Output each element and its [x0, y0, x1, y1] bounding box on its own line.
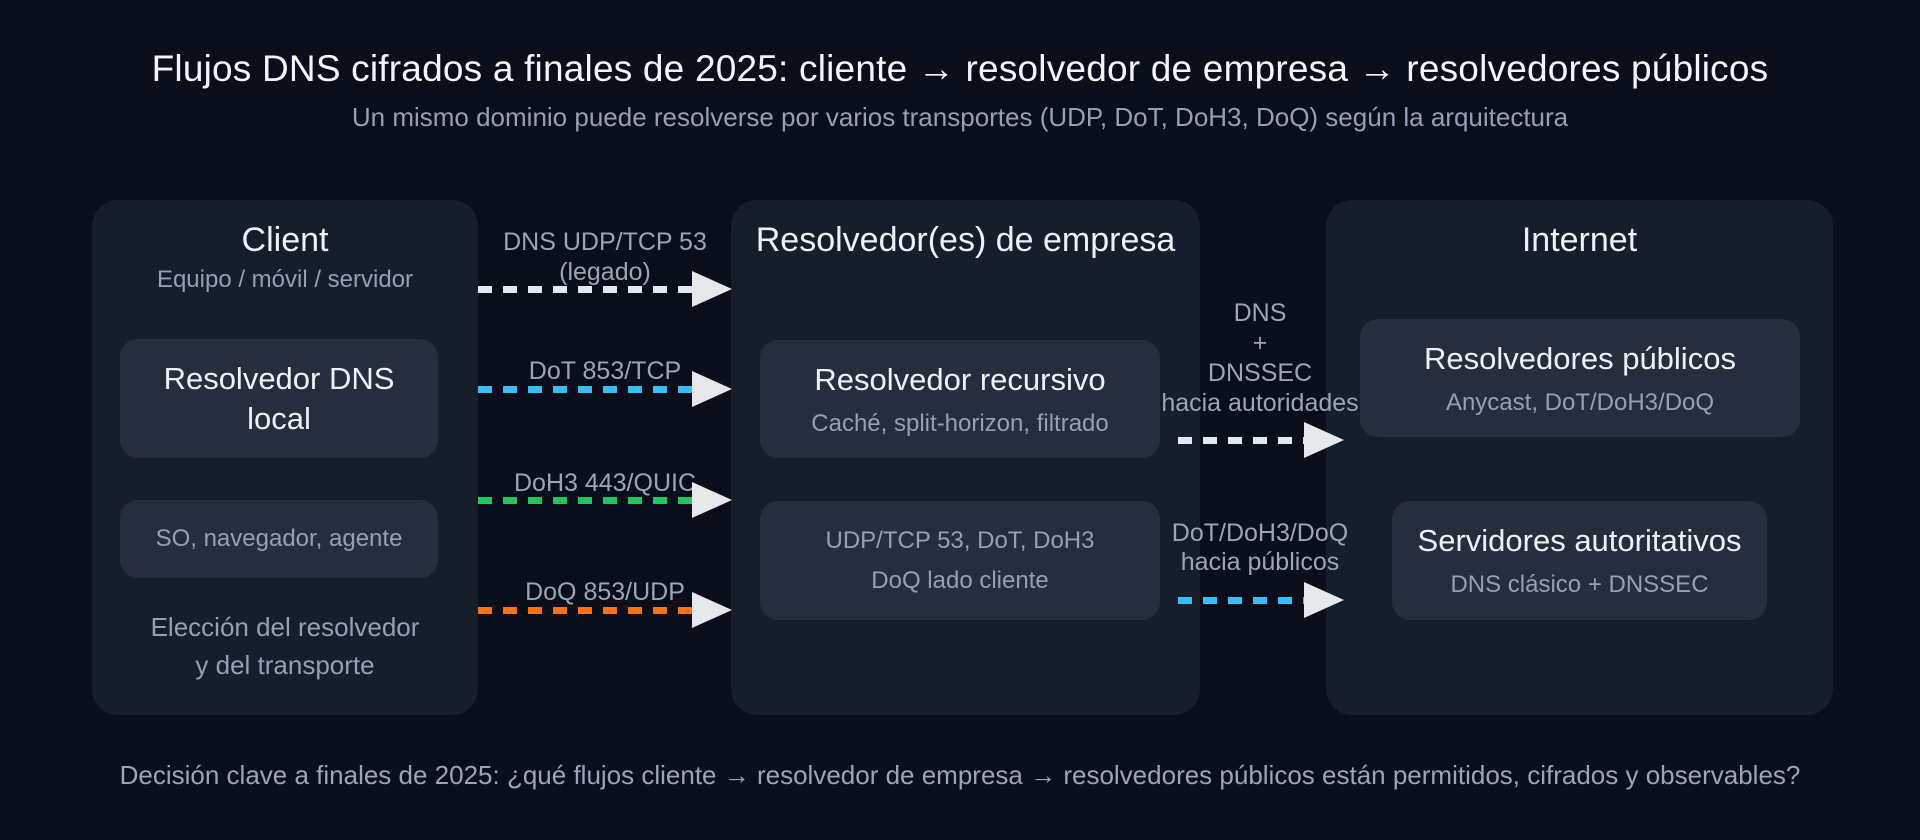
dashed-line — [1178, 596, 1306, 604]
recursive-resolver-subtitle: Caché, split-horizon, filtrado — [811, 409, 1109, 437]
public-resolvers-subtitle: Anycast, DoT/DoH3/DoQ — [1445, 388, 1715, 416]
panel-internet-title: Internet — [1521, 221, 1638, 259]
public-resolvers-title: Resolvedores públicos — [1424, 340, 1736, 376]
dashed-line — [478, 385, 694, 393]
footer-note: Decisión clave a finales de 2025: ¿qué f… — [119, 760, 1801, 790]
arrowhead-icon — [692, 371, 732, 407]
arrowhead-icon — [1304, 422, 1344, 458]
local-resolver-title-line-1: Resolvedor DNS — [163, 360, 395, 396]
arrowhead-icon — [692, 271, 732, 307]
arrow-to-public-label-line-1: DoT/DoH3/DoQ — [1171, 519, 1349, 547]
arrow-dot-label: DoT 853/TCP — [528, 357, 682, 385]
arrow-to-public-label: DoT/DoH3/DoQ hacia públicos — [1130, 519, 1390, 577]
transports-line-2: DoQ lado cliente — [871, 566, 1049, 594]
arrow-to-authorities — [1178, 422, 1344, 458]
arrow-to-authorities-label: DNS + DNSSEC hacia autoridades — [1130, 298, 1390, 418]
arrow-to-authorities-label-line-4: hacia autoridades — [1161, 389, 1359, 417]
authoritative-servers-title: Servidores autoritativos — [1417, 523, 1742, 558]
panel-client-title: Client — [241, 221, 329, 259]
box-local-resolver: Resolvedor DNS local — [120, 339, 438, 458]
transports-line-1: UDP/TCP 53, DoT, DoH3 — [825, 526, 1095, 554]
box-authoritative-servers: Servidores autoritativos DNS clásico + D… — [1391, 501, 1768, 620]
dashed-line — [478, 606, 694, 614]
client-note: Elección del resolvedor y del transporte — [92, 608, 478, 684]
arrow-doq — [478, 592, 732, 628]
os-agent-text: SO, navegador, agente — [155, 525, 403, 552]
arrow-legacy-dns-label-line-2: (legado) — [559, 258, 651, 286]
box-client-side-transports: UDP/TCP 53, DoT, DoH3 DoQ lado cliente — [760, 501, 1160, 620]
panel-enterprise-title: Resolvedor(es) de empresa — [755, 221, 1176, 259]
arrow-legacy-dns — [478, 271, 732, 307]
arrow-to-public — [1178, 582, 1344, 618]
dashed-line — [478, 285, 694, 293]
page-title: Flujos DNS cifrados a finales de 2025: c… — [151, 48, 1769, 89]
arrow-legacy-dns-label-line-1: DNS UDP/TCP 53 — [503, 228, 707, 256]
page-subtitle: Un mismo dominio puede resolverse por va… — [351, 102, 1569, 132]
arrowhead-icon — [1304, 582, 1344, 618]
arrowhead-icon — [692, 592, 732, 628]
arrow-to-authorities-label-line-2: + — [1252, 329, 1268, 357]
panel-client-subtitle: Equipo / móvil / servidor — [156, 266, 414, 293]
panel-client: Client Equipo / móvil / servidor Resolve… — [92, 200, 478, 715]
arrow-doh3-label: DoH3 443/QUIC — [513, 469, 697, 497]
authoritative-servers-subtitle: DNS clásico + DNSSEC — [1450, 571, 1709, 598]
panel-internet: Internet Resolvedores públicos Anycast, … — [1326, 200, 1833, 715]
arrowhead-icon — [692, 482, 732, 518]
client-note-line-2: y del transporte — [195, 650, 375, 680]
box-public-resolvers: Resolvedores públicos Anycast, DoT/DoH3/… — [1360, 319, 1800, 437]
box-os-agent: SO, navegador, agente — [120, 500, 438, 578]
arrow-to-authorities-label-line-3: DNSSEC — [1207, 359, 1313, 387]
arrow-doq-label: DoQ 853/UDP — [525, 578, 685, 606]
box-recursive-resolver: Resolvedor recursivo Caché, split-horizo… — [760, 340, 1160, 458]
arrow-to-public-label-line-2: hacia públicos — [1180, 548, 1340, 576]
arrow-dot — [478, 371, 732, 407]
arrow-doh3 — [478, 482, 732, 518]
local-resolver-title-line-2: local — [247, 400, 311, 436]
arrow-to-authorities-label-line-1: DNS — [1233, 299, 1287, 327]
client-note-line-1: Elección del resolvedor — [150, 612, 420, 642]
dashed-line — [1178, 436, 1306, 444]
recursive-resolver-title: Resolvedor recursivo — [814, 361, 1106, 397]
panel-enterprise: Resolvedor(es) de empresa Resolvedor rec… — [731, 200, 1200, 715]
dashed-line — [478, 496, 694, 504]
arrow-legacy-dns-label: DNS UDP/TCP 53 (legado) — [478, 227, 732, 287]
